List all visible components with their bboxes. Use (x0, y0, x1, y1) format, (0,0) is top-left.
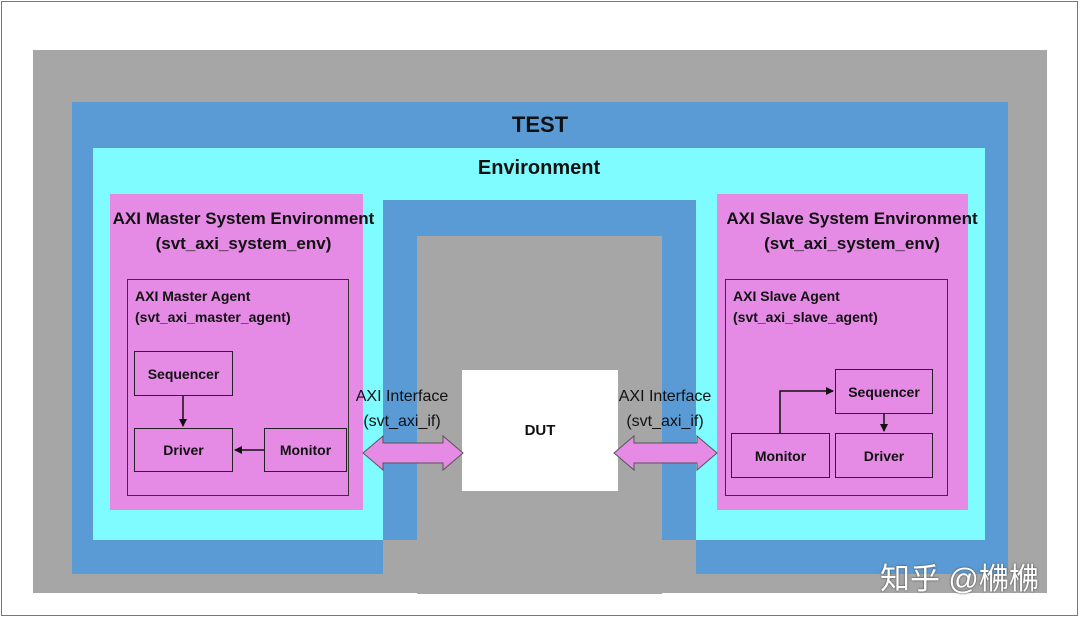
master-env-title: AXI Master System Environment (112, 209, 375, 228)
left-interface-title: AXI Interface (355, 388, 449, 405)
right-interface-arrow (613, 434, 718, 472)
left-interface-subtitle: (svt_axi_if) (363, 413, 441, 430)
slave-env-subtitle: (svt_axi_system_env) (764, 234, 940, 253)
slave-monitor-to-sequencer-arrow (779, 387, 834, 433)
test-layer-left-leg (72, 540, 417, 574)
right-interface-title: AXI Interface (618, 388, 712, 405)
watermark: 知乎 @梻梻 (880, 563, 1039, 596)
test-layer-right-leg (662, 540, 1008, 574)
slave-env-title: AXI Slave System Environment (726, 209, 978, 228)
master-sequencer-box: Sequencer (134, 351, 233, 396)
master-agent-subtitle: (svt_axi_master_agent) (135, 309, 291, 325)
slave-agent-subtitle: (svt_axi_slave_agent) (733, 309, 878, 325)
master-env-subtitle: (svt_axi_system_env) (155, 234, 332, 253)
environment-title: Environment (477, 157, 601, 179)
left-interface-arrow (362, 434, 464, 472)
dut-cavity-base (383, 540, 696, 574)
slave-monitor-box: Monitor (731, 433, 830, 478)
master-driver-box: Driver (134, 428, 233, 472)
test-title: TEST (511, 112, 569, 137)
master-agent-title: AXI Master Agent (135, 288, 251, 304)
slave-system-env (717, 194, 968, 510)
master-system-env (110, 194, 363, 510)
slave-driver-box: Driver (835, 433, 933, 478)
slave-agent (725, 279, 948, 496)
right-interface-subtitle: (svt_axi_if) (626, 413, 704, 430)
slave-sequencer-box: Sequencer (835, 369, 933, 414)
master-monitor-box: Monitor (264, 428, 347, 472)
master-agent (127, 279, 349, 496)
slave-agent-title: AXI Slave Agent (733, 288, 840, 304)
dut-box: DUT (462, 370, 618, 491)
